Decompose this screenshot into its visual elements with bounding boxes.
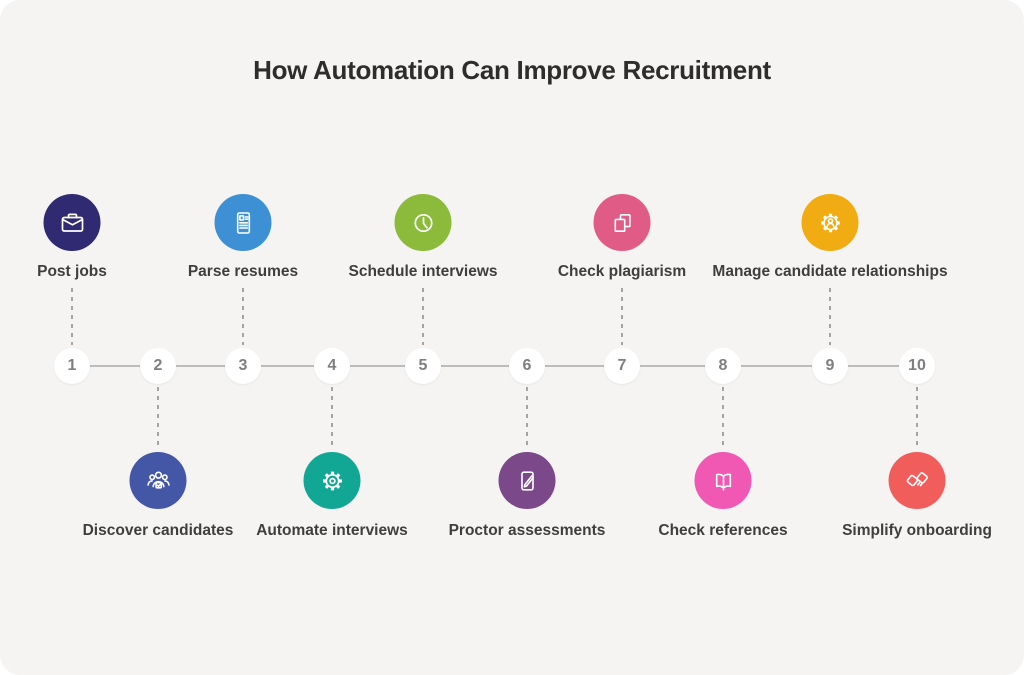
dashed-connector bbox=[621, 288, 623, 345]
timeline-node: 6 bbox=[509, 348, 545, 384]
briefcase-icon bbox=[43, 194, 101, 251]
step-label: Post jobs bbox=[37, 263, 107, 280]
timeline-node: 4 bbox=[314, 348, 350, 384]
resume-icon bbox=[214, 194, 272, 251]
tablet-pencil-icon bbox=[498, 452, 556, 509]
open-book-icon bbox=[694, 452, 752, 509]
step-label: Discover candidates bbox=[82, 522, 234, 539]
dashed-connector bbox=[526, 387, 528, 448]
handshake-icon bbox=[888, 452, 946, 509]
timeline-node: 10 bbox=[899, 348, 935, 384]
timeline-node: 5 bbox=[405, 348, 441, 384]
dashed-connector bbox=[916, 387, 918, 448]
dashed-connector bbox=[331, 387, 333, 448]
step-label: Schedule interviews bbox=[348, 263, 498, 280]
step-label: Simplify onboarding bbox=[842, 522, 992, 539]
dashed-connector bbox=[242, 288, 244, 345]
dashed-connector bbox=[722, 387, 724, 448]
step-label: Automate interviews bbox=[256, 522, 408, 539]
dashed-connector bbox=[157, 387, 159, 448]
timeline-node: 3 bbox=[225, 348, 261, 384]
timeline-node: 2 bbox=[140, 348, 176, 384]
timeline-node: 7 bbox=[604, 348, 640, 384]
dashed-connector bbox=[422, 288, 424, 345]
timeline-node: 1 bbox=[54, 348, 90, 384]
team-check-icon bbox=[129, 452, 187, 509]
timeline-line bbox=[72, 365, 918, 367]
step-label: Parse resumes bbox=[187, 263, 299, 280]
dashed-connector bbox=[71, 288, 73, 345]
step-label: Check references bbox=[658, 522, 788, 539]
step-label: Check plagiarism bbox=[557, 263, 687, 280]
step-label: Proctor assessments bbox=[448, 522, 606, 539]
timeline-node: 9 bbox=[812, 348, 848, 384]
step-label: Manage candidate relationships bbox=[712, 263, 948, 280]
gear-person-icon bbox=[801, 194, 859, 251]
page-title: How Automation Can Improve Recruitment bbox=[253, 55, 771, 85]
gear-icon bbox=[303, 452, 361, 509]
dashed-connector bbox=[829, 288, 831, 345]
timeline-node: 8 bbox=[705, 348, 741, 384]
clock-icon bbox=[394, 194, 452, 251]
copy-pages-icon bbox=[593, 194, 651, 251]
